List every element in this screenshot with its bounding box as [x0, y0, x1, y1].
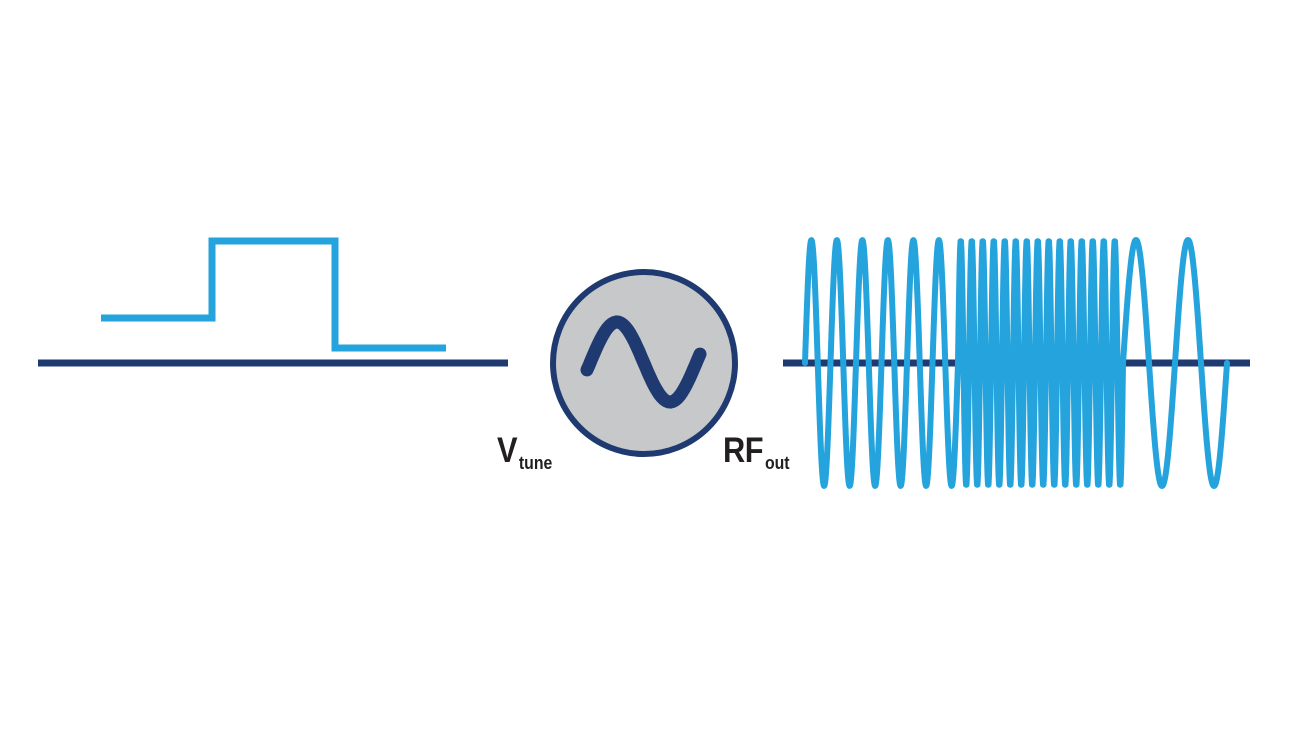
rfout-label: RFout	[723, 431, 790, 473]
rfout-sub-text: out	[764, 453, 790, 473]
rf-output-waveform	[802, 237, 1230, 489]
vtune-label: Vtune	[497, 431, 553, 473]
vtune-main-text: V	[497, 431, 518, 470]
tuning-pulse-waveform	[101, 237, 446, 352]
sine-wave-icon	[580, 315, 707, 409]
rfout-main-text: RF	[723, 431, 764, 470]
vtune-sub-text: tune	[518, 453, 553, 473]
